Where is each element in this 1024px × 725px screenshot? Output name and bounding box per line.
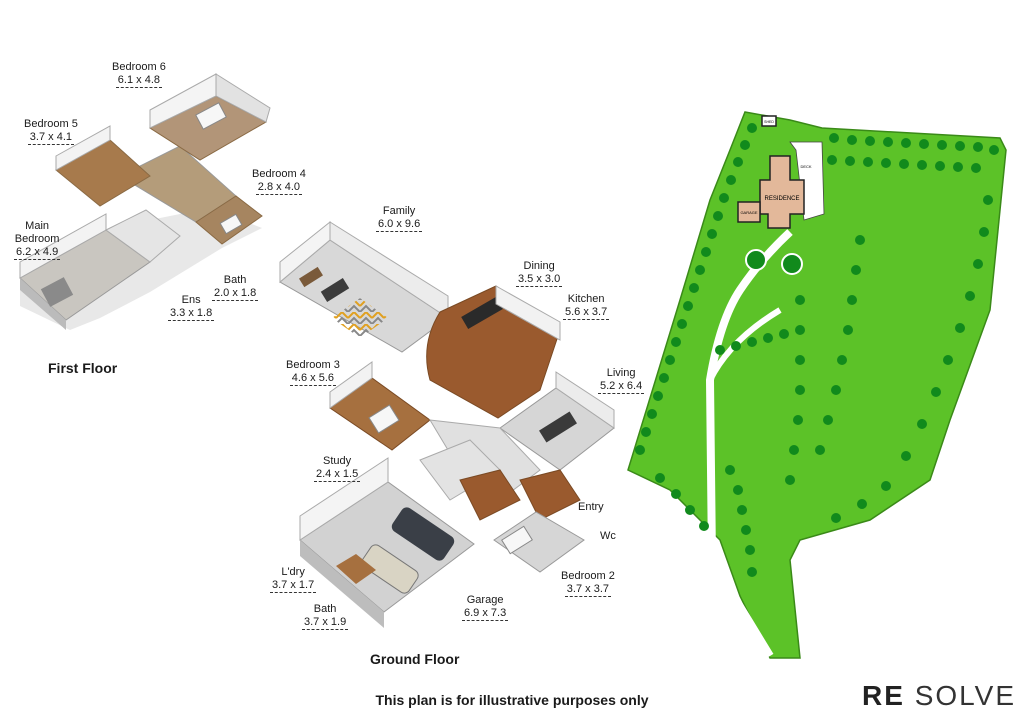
logo-part-solve: SOLVE (914, 680, 1016, 711)
first-floor-plan (19, 73, 271, 330)
site-plan: DECK RESIDENCE GARAGE SHED (627, 111, 1007, 659)
first-floor-title: First Floor (48, 360, 118, 376)
site-garage-label: GARAGE (740, 210, 757, 215)
deck-label: DECK (800, 164, 811, 169)
room-label-entry: Entry (578, 501, 604, 513)
shed-label: SHED (764, 120, 774, 124)
disclaimer-text: This plan is for illustrative purposes o… (375, 692, 649, 708)
site-land (627, 111, 1007, 659)
ground-floor-title: Ground Floor (370, 651, 460, 667)
bedroom-2-room (493, 511, 585, 573)
residence-label: RESIDENCE (764, 196, 799, 202)
logo-part-re: RE (862, 680, 905, 711)
resolve-logo: RE SOLVE (862, 680, 1016, 712)
room-label-wc: Wc (600, 530, 616, 542)
ground-floor-plan (279, 220, 615, 628)
site-garage-building (737, 201, 761, 223)
residence-building (759, 155, 805, 229)
shed-building (761, 115, 777, 127)
